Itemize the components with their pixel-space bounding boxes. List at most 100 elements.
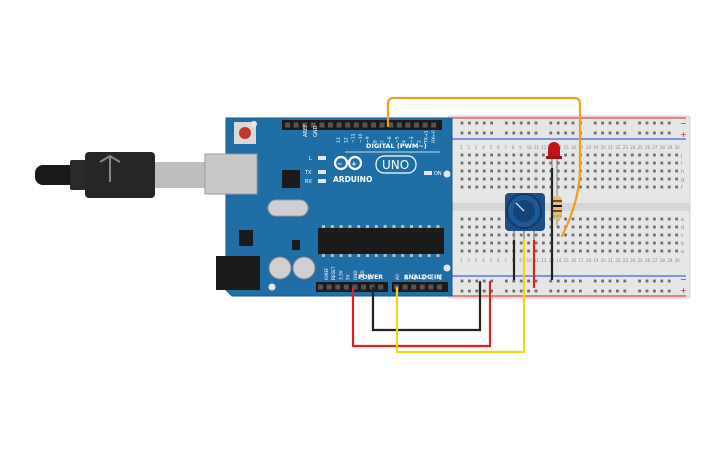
rail-hole — [512, 289, 516, 293]
column-number: 28 — [660, 145, 666, 150]
rail-hole — [623, 121, 627, 125]
mcu-pin — [383, 225, 387, 228]
rail-hole — [549, 121, 553, 125]
breadboard-hole — [482, 169, 486, 173]
digital-pin-hole[interactable] — [422, 122, 428, 128]
rail-hole — [556, 279, 560, 283]
breadboard-hole — [460, 241, 464, 245]
breadboard-hole — [638, 153, 641, 157]
digital-pin-hole[interactable] — [336, 122, 342, 128]
analog-pin-hole[interactable] — [402, 284, 408, 290]
digital-pin-hole[interactable] — [328, 122, 333, 128]
digital-pin-hole[interactable] — [353, 122, 359, 128]
rail-hole — [475, 289, 479, 293]
digital-pin-hole[interactable] — [345, 122, 351, 128]
power-pin-hole[interactable] — [378, 284, 384, 290]
breadboard-hole — [460, 161, 464, 165]
digital-pin-hole[interactable] — [379, 122, 385, 128]
digital-pin-hole[interactable] — [431, 122, 437, 128]
breadboard-hole — [586, 169, 590, 173]
power-pin-hole[interactable] — [361, 284, 366, 290]
digital-pin-hole[interactable] — [319, 122, 325, 128]
mcu-pin — [427, 225, 431, 228]
rail-hole — [616, 289, 619, 293]
rail-hole — [623, 289, 627, 293]
digital-pin-hole[interactable] — [362, 122, 368, 128]
wires — [351, 96, 582, 354]
row-letter: c — [681, 233, 684, 239]
breadboard-hole — [571, 233, 575, 237]
breadboard-hole — [653, 217, 656, 221]
mount-hole-3 — [443, 170, 451, 178]
rail-hole — [460, 121, 464, 125]
breadboard-hole — [519, 185, 523, 189]
rail-hole — [571, 279, 575, 283]
gnd-label: GND — [313, 125, 319, 137]
breadboard-hole — [645, 233, 649, 237]
rail-hole — [623, 279, 627, 283]
power-pin-hole[interactable] — [335, 284, 341, 290]
breadboard-hole — [593, 217, 597, 221]
wire-red-5v-to-rail[interactable] — [351, 280, 492, 348]
analog-pin-hole[interactable] — [428, 284, 434, 290]
aref-label: AREF — [303, 124, 309, 137]
breadboard-hole — [490, 161, 493, 165]
digital-pin-label: TX→1 — [424, 130, 430, 144]
analog-pin-hole[interactable] — [437, 284, 442, 290]
breadboard-hole — [645, 217, 649, 221]
wire-yellow-a0-to-pot[interactable] — [395, 238, 526, 354]
mcu-pin — [339, 225, 343, 228]
digital-pin-hole[interactable] — [310, 122, 316, 128]
breadboard-hole — [593, 177, 597, 181]
analog-pin-hole[interactable] — [394, 284, 399, 290]
power-pin-hole[interactable] — [326, 284, 332, 290]
rail-hole — [482, 289, 486, 293]
digital-pin-hole[interactable] — [285, 122, 290, 128]
usb-port — [204, 153, 258, 195]
analog-pin-hole[interactable] — [419, 284, 425, 290]
digital-pin-hole[interactable] — [396, 122, 402, 128]
power-pin-hole[interactable] — [318, 284, 323, 290]
digital-pin-hole[interactable] — [293, 122, 299, 128]
digital-pin-hole[interactable] — [371, 122, 376, 128]
breadboard-hole — [490, 241, 493, 245]
breadboard-hole — [608, 185, 612, 189]
resistor-component[interactable] — [552, 168, 562, 228]
digital-pin-hole[interactable] — [405, 122, 411, 128]
breadboard-hole — [571, 153, 575, 157]
breadboard-hole — [586, 161, 590, 165]
mcu-pin — [436, 254, 440, 257]
power-pin-hole[interactable] — [352, 284, 358, 290]
digital-pin-label: ~3 — [409, 136, 415, 143]
breadboard-hole — [556, 161, 560, 165]
potentiometer-component[interactable] — [505, 193, 545, 240]
breadboard-hole — [497, 217, 501, 221]
breadboard-hole — [556, 169, 560, 173]
breadboard-hole — [601, 185, 604, 189]
power-pin-hole[interactable] — [369, 284, 375, 290]
breadboard-hole — [608, 241, 612, 245]
digital-pin-hole[interactable] — [388, 122, 394, 128]
breadboard-hole — [630, 161, 634, 165]
power-pin-hole[interactable] — [343, 284, 349, 290]
breadboard-hole — [519, 169, 523, 173]
analog-pin-hole[interactable] — [411, 284, 417, 290]
reset-button[interactable] — [239, 127, 251, 139]
breadboard-hole — [653, 233, 656, 237]
wire-orange-digital-to-resistor[interactable] — [386, 96, 582, 238]
breadboard-hole — [645, 241, 649, 245]
breadboard-hole — [475, 169, 479, 173]
wire-black-gnd-to-rail[interactable] — [371, 280, 482, 332]
column-number: 5 — [490, 258, 493, 263]
rail-hole — [475, 131, 479, 135]
led-component[interactable] — [546, 142, 562, 168]
rail-hole — [593, 131, 597, 135]
rail-hole — [475, 121, 479, 125]
digital-pin-hole[interactable] — [302, 122, 308, 128]
analog-pin-label: A1 — [404, 274, 410, 280]
breadboard-hole — [593, 153, 597, 157]
rail-hole — [519, 131, 523, 135]
column-number: 27 — [652, 145, 658, 150]
l-led — [318, 156, 326, 160]
digital-pin-hole[interactable] — [414, 122, 419, 128]
